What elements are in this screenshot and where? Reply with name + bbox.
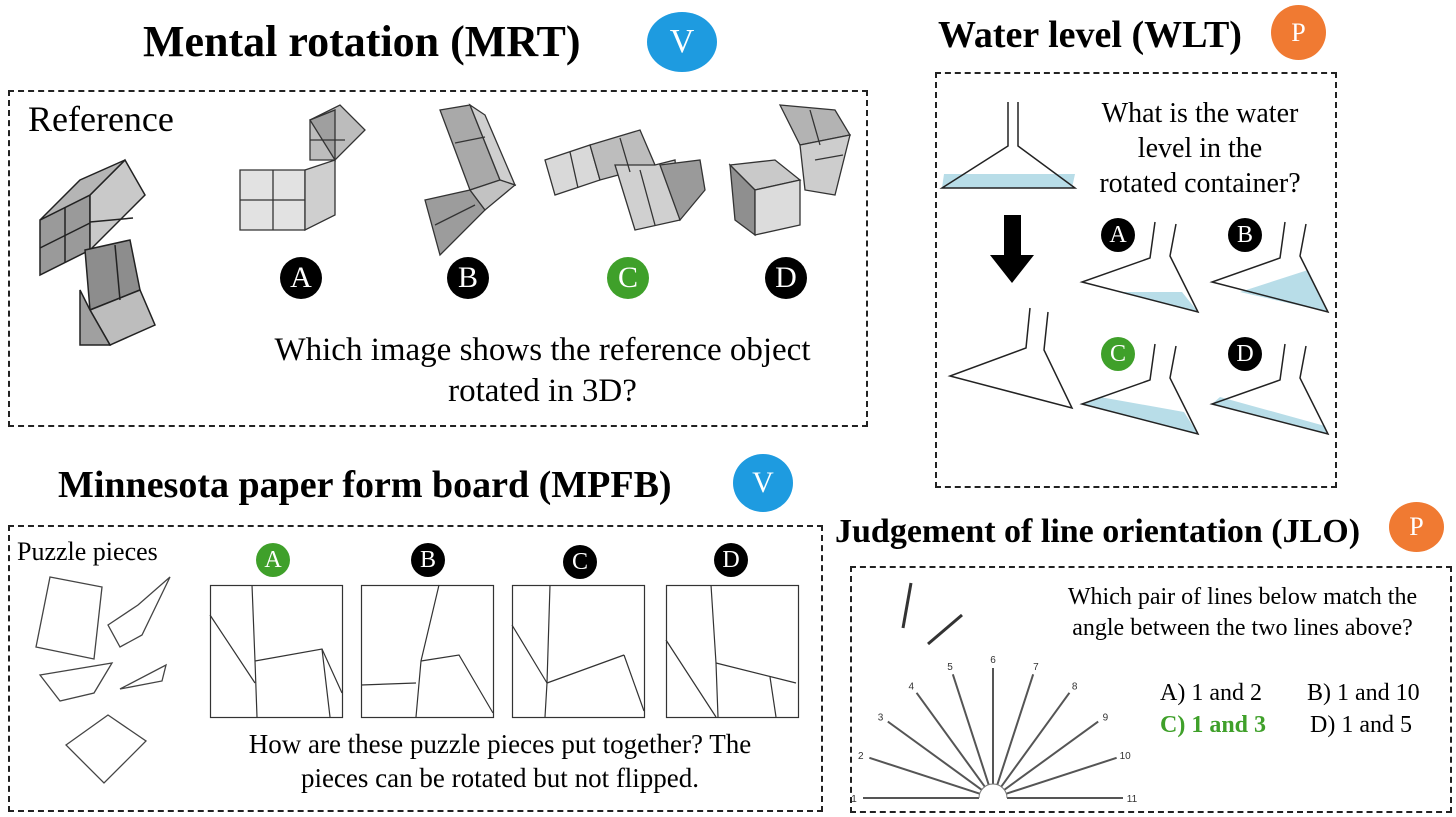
jlo-physical-badge: P	[1389, 502, 1444, 552]
jlo-fan-line	[887, 720, 983, 791]
mrt-question-line1: Which image shows the reference object	[274, 332, 811, 368]
jlo-fan-label: 9	[1103, 712, 1109, 723]
jlo-panel	[850, 566, 1452, 813]
mrt-option-c[interactable]: C	[607, 257, 649, 299]
jlo-stimulus-lines	[901, 582, 963, 646]
wlt-title: Water level (WLT)	[938, 14, 1242, 56]
jlo-fan-label: 1	[851, 794, 857, 805]
mpfb-option-c[interactable]: C	[563, 545, 597, 579]
jlo-fan-label: 4	[909, 682, 915, 693]
jlo-fan-label: 6	[990, 655, 996, 666]
wlt-option-d-figure	[1209, 343, 1330, 436]
jlo-fan-line	[1006, 756, 1117, 795]
jlo-answer-b[interactable]: B) 1 and 10	[1307, 680, 1420, 706]
wlt-option-b-figure	[1209, 221, 1330, 314]
jlo-question-line2: angle between the two lines above?	[1072, 615, 1413, 642]
mpfb-pieces-label: Puzzle pieces	[17, 537, 158, 566]
jlo-fan-label: 11	[1127, 794, 1138, 805]
jlo-fan-label: 2	[858, 751, 864, 762]
mpfb-visual-badge: V	[733, 454, 793, 512]
jlo-line-fan: 1 2 3 4 5 6 7 8 9 10 11	[851, 655, 1138, 805]
jlo-answer-a[interactable]: A) 1 and 2	[1160, 680, 1262, 706]
mpfb-puzzle-pieces	[35, 576, 171, 784]
mrt-question: Which image shows the reference object r…	[225, 330, 860, 413]
mpfb-panel	[8, 525, 823, 812]
mpfb-option-d-figure	[665, 584, 800, 719]
mrt-visual-badge: V	[647, 12, 717, 72]
jlo-title: Judgement of line orientation (JLO)	[835, 513, 1361, 550]
wlt-option-d[interactable]: D	[1228, 337, 1262, 371]
jlo-fan-label: 8	[1072, 682, 1078, 693]
mrt-reference-label: Reference	[28, 99, 174, 139]
mrt-reference-figure	[39, 158, 156, 346]
jlo-fan-label: 10	[1120, 751, 1132, 762]
jlo-fan-line	[1003, 720, 1099, 791]
jlo-fan-line	[951, 674, 990, 785]
mpfb-option-a[interactable]: A	[256, 543, 290, 577]
mpfb-option-a-figure	[209, 584, 344, 719]
wlt-panel	[935, 72, 1337, 488]
wlt-question-line3: rotated container?	[1099, 168, 1301, 199]
wlt-question: What is the water level in the rotated c…	[1080, 96, 1320, 201]
mrt-option-b[interactable]: B	[447, 257, 489, 299]
mpfb-question: How are these puzzle pieces put together…	[160, 728, 840, 796]
mrt-title: Mental rotation (MRT)	[143, 17, 581, 66]
mpfb-option-b[interactable]: B	[411, 543, 445, 577]
jlo-fan-line	[996, 674, 1035, 785]
mpfb-option-c-figure	[511, 584, 646, 719]
mrt-panel	[8, 90, 868, 427]
jlo-fan-line	[869, 756, 980, 795]
mrt-option-a[interactable]: A	[280, 257, 322, 299]
mrt-question-line2: rotated in 3D?	[448, 373, 637, 410]
jlo-fan-label: 3	[878, 712, 884, 723]
jlo-fan-label: 7	[1033, 662, 1039, 673]
wlt-option-c[interactable]: C	[1101, 337, 1135, 371]
jlo-fan-center-arc	[978, 783, 1008, 799]
jlo-answer-c[interactable]: C) 1 and 3	[1160, 712, 1267, 738]
wlt-option-b[interactable]: B	[1228, 218, 1262, 252]
mpfb-question-line1: How are these puzzle pieces put together…	[248, 729, 752, 759]
wlt-rotated-container	[947, 307, 1074, 410]
wlt-reference-container	[939, 102, 1078, 189]
jlo-answer-d[interactable]: D) 1 and 5	[1310, 712, 1412, 738]
wlt-question-line1: What is the water	[1101, 98, 1299, 129]
mpfb-question-line2: pieces can be rotated but not flipped.	[300, 762, 700, 793]
wlt-physical-badge: P	[1271, 5, 1326, 60]
mrt-option-c-figure	[544, 129, 706, 231]
wlt-option-a-figure	[1079, 221, 1200, 314]
mrt-option-d-figure	[728, 104, 852, 237]
mpfb-title: Minnesota paper form board (MPFB)	[58, 464, 672, 506]
mpfb-option-b-figure	[360, 584, 495, 719]
mrt-option-a-figure	[239, 104, 366, 232]
mpfb-option-d[interactable]: D	[714, 543, 748, 577]
jlo-fan-label: 5	[947, 662, 953, 673]
mrt-option-b-figure	[424, 103, 517, 257]
jlo-fan-line	[1000, 692, 1071, 788]
mrt-option-d[interactable]: D	[765, 257, 807, 299]
jlo-fan-line	[915, 692, 986, 788]
wlt-option-a[interactable]: A	[1101, 218, 1135, 252]
down-arrow-icon	[990, 215, 1034, 283]
wlt-question-line2: level in the	[1137, 133, 1263, 164]
jlo-question-line1: Which pair of lines below match the	[1067, 584, 1418, 610]
wlt-option-c-figure	[1079, 343, 1200, 436]
jlo-question: Which pair of lines below match the angl…	[1040, 582, 1445, 644]
